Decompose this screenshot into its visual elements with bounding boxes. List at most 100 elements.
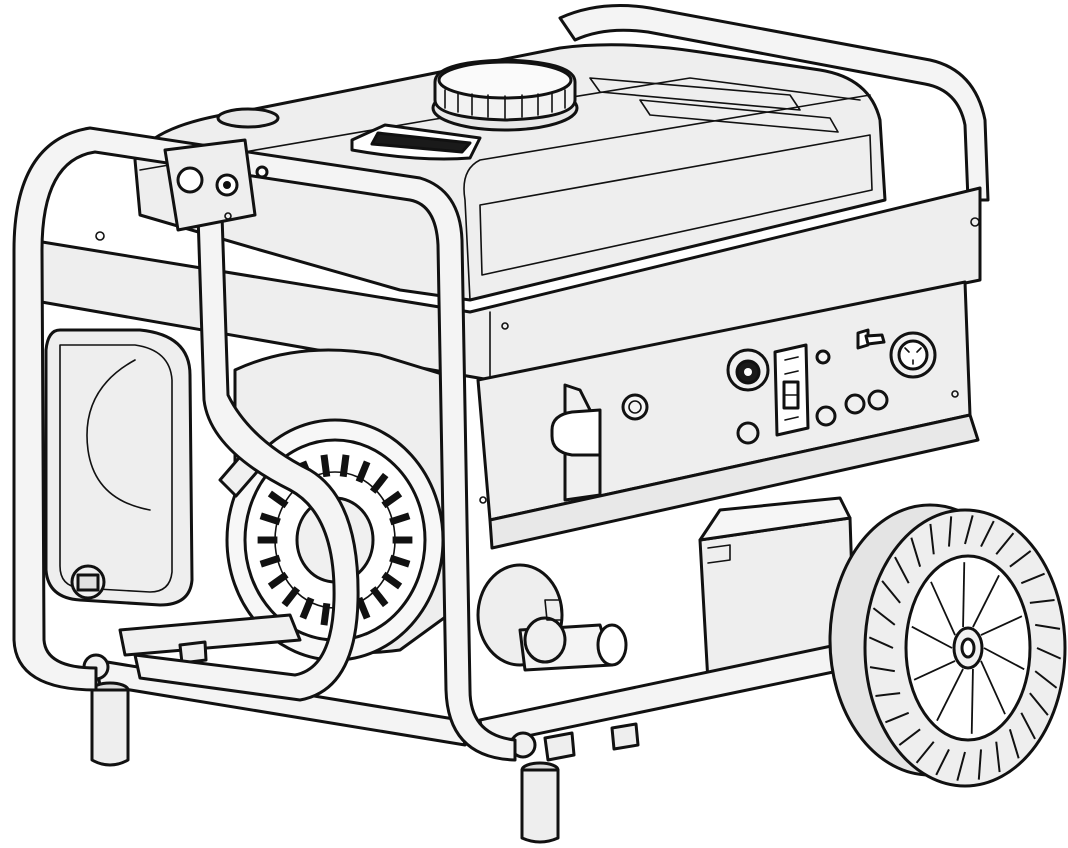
knob-1 (815, 405, 837, 427)
fuel-valve-knob-center (628, 400, 642, 414)
grille-slot (267, 571, 289, 590)
tread-line (894, 556, 910, 584)
grille-slot (259, 512, 281, 526)
grille-slot (259, 554, 281, 568)
breaker-button (815, 349, 831, 365)
grille-slot (389, 512, 411, 526)
tank-edge (463, 94, 871, 301)
grille-slot (369, 472, 389, 494)
tank-side-panel (479, 134, 873, 276)
tread-line (980, 520, 995, 548)
wheel-tread (868, 515, 1062, 781)
grille-slot (267, 490, 289, 509)
tread-line (1036, 647, 1062, 660)
base-frame-side (118, 613, 302, 657)
tread-line (1035, 623, 1061, 630)
tread-line (872, 607, 896, 626)
tank-rib-1 (589, 77, 801, 111)
tread-line (956, 751, 966, 781)
twist-lock-outlet (889, 331, 937, 379)
wheel-spoke (913, 660, 956, 681)
gfci-outlet (773, 343, 810, 437)
tread-line (910, 537, 922, 567)
dc-outlet (726, 348, 770, 392)
wheel-spoke (972, 574, 1000, 628)
tread-line (977, 749, 983, 780)
tank-vent (216, 107, 280, 129)
tank-rib-2 (639, 99, 839, 133)
tread-line (875, 692, 901, 697)
fuel-valve-knob (621, 393, 649, 421)
tread-line (898, 728, 921, 746)
tread-line (869, 666, 895, 673)
drain-cap (70, 564, 106, 600)
wheel-spoke (980, 660, 1006, 715)
tread-line (1008, 729, 1020, 759)
grille-slot (389, 554, 411, 568)
handle-bracket (163, 138, 257, 232)
grille-slot (355, 460, 371, 484)
air-filter-housing (44, 328, 194, 607)
grille-slot (369, 586, 389, 608)
grille-slot (355, 596, 371, 620)
tread-line (1034, 670, 1058, 689)
wheel-spoke (970, 668, 974, 734)
foot-bracket-right (543, 731, 576, 762)
tread-line (1020, 572, 1045, 585)
front-right-foot (520, 761, 560, 844)
alternator-top (698, 496, 852, 542)
tread-line (1020, 712, 1036, 740)
alternator-step (707, 544, 731, 564)
fuel-cap (431, 58, 579, 132)
wheel-spoke (983, 647, 1025, 671)
fuel-tank (133, 43, 887, 302)
choke-lever (550, 383, 602, 502)
wheel (828, 503, 1067, 788)
frame-front-tube (12, 126, 517, 762)
grille-slots (257, 454, 413, 626)
engine-switch (856, 328, 886, 350)
tread-line (995, 532, 1015, 555)
bar-bolt-right (970, 217, 980, 227)
tread-line (995, 741, 1001, 773)
grille-slot (281, 586, 301, 608)
knob-2 (844, 393, 866, 415)
front-left-foot (90, 681, 130, 767)
frame-rear-tube (558, 4, 990, 202)
tread-line (1029, 692, 1049, 716)
tread-line (881, 580, 901, 604)
wheel-spoke (980, 615, 1023, 636)
panel-bolt-1 (951, 390, 959, 398)
panel-lower-rail (488, 413, 980, 550)
tread-line (964, 515, 974, 545)
frame-bolt (255, 165, 269, 179)
tread-line (929, 523, 935, 555)
tread-line (935, 748, 950, 776)
knob-4 (736, 421, 760, 445)
knob-3 (867, 389, 889, 411)
wheel-spokes (911, 562, 1025, 734)
tread-line (1029, 599, 1055, 604)
bar-bolt-left (95, 231, 105, 241)
air-filter-curve (86, 359, 151, 511)
bar-bolt-mid (501, 322, 509, 330)
grille-slot (320, 602, 331, 626)
tread-line (947, 516, 953, 547)
foot-bracket-rear (610, 722, 640, 751)
grille-slot (320, 454, 331, 478)
folding-handle (133, 213, 360, 702)
base-bracket (178, 640, 208, 665)
wheel-spoke (911, 625, 953, 649)
wheel-spoke (930, 581, 956, 636)
tread-line (868, 636, 894, 649)
air-filter-cover (59, 344, 173, 593)
oil-fill (476, 563, 628, 672)
panel-bolt-2 (479, 496, 487, 504)
tread-line (885, 711, 910, 724)
fuel-gauge (350, 123, 482, 161)
grille-slot (381, 490, 403, 509)
wheel-spoke (936, 668, 964, 722)
tread-line (1009, 550, 1032, 568)
